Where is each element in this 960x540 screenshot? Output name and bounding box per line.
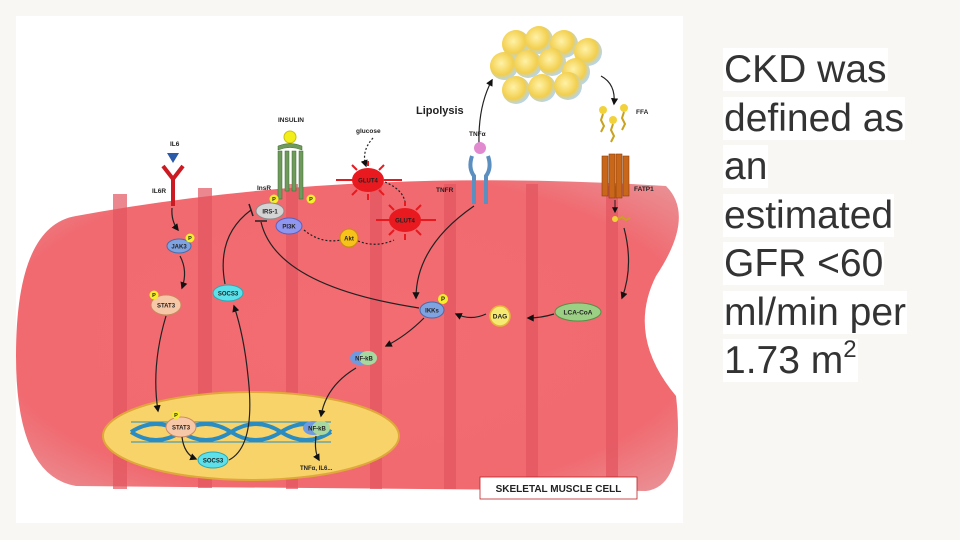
ikks-to-nfkb-arrow: [384, 317, 425, 347]
pi3k-to-akt: [303, 229, 342, 242]
cell-label-box: [479, 476, 638, 500]
text-line-6: ml/min per: [723, 290, 908, 334]
nuc-socs3-node: [197, 451, 229, 469]
tnfa-ligand: [474, 142, 486, 154]
lcacoa-node: [554, 302, 602, 322]
text-line-4: estimated: [723, 193, 895, 237]
stat3-to-nucleus-arrow: [153, 315, 167, 413]
phospho-label: P: [174, 413, 178, 419]
irs1-label: IRS-1: [262, 210, 278, 216]
insr-phospho-left: [269, 194, 279, 204]
acyl-chain-icon: [612, 215, 631, 222]
nfkb-transcription-arrow: [313, 435, 320, 462]
socs3-label: SOCS3: [218, 292, 239, 298]
phospho-label: P: [309, 197, 313, 203]
adipocyte-cluster: [490, 26, 602, 104]
insr-label: InsR: [257, 185, 271, 192]
nfkb-node-sub: [359, 351, 377, 365]
akt-node: [339, 228, 359, 248]
glucose-label: glucose: [356, 128, 381, 135]
akt-label: Akt: [344, 237, 354, 243]
socs3-node: [212, 284, 244, 302]
lcacoa-label: LCA-CoA: [564, 310, 593, 317]
tnfa-label: TNFα: [469, 131, 486, 138]
socs3-export-arrow: [228, 304, 251, 461]
nuc-socs3-label: SOCS3: [203, 459, 224, 465]
insr-phospho-right: [306, 194, 316, 204]
glut4-top-label: GLUT4: [358, 179, 378, 185]
nuc-nfkb-node-sub: [312, 421, 330, 435]
inhibit-bar: [248, 203, 254, 217]
jak3-node: [166, 238, 192, 254]
text-line-1: CKD was: [723, 48, 888, 91]
squared-superscript: 2: [843, 336, 857, 363]
insulin-label: INSULIN: [278, 117, 304, 124]
glut4-bottom-label: GLUT4: [395, 219, 415, 225]
jak3-phospho: [185, 233, 195, 243]
lcacoa-to-dag-arrow: [526, 313, 555, 322]
il6-ligand: [167, 153, 179, 163]
stat3-label: STAT3: [157, 304, 176, 310]
text-line-7: 1.73 m2: [723, 336, 858, 382]
pathway-diagram: Lipolysis FFA FATP1 LCA-CoA DAG IKKs P T…: [16, 16, 683, 523]
stat3-node: [150, 294, 182, 316]
fatp1-label: FATP1: [634, 186, 654, 193]
phospho-label: P: [272, 197, 276, 203]
nfkb-to-nucleus-arrow: [318, 367, 357, 418]
fatp1-transporter: [601, 153, 630, 199]
lipolysis-arrow: [478, 78, 493, 145]
phospho-label: P: [188, 236, 192, 242]
ffa-release-arrow: [600, 75, 619, 106]
jak3-label: JAK3: [171, 245, 187, 251]
text-line-3: an: [723, 145, 769, 188]
jak3-to-stat3-arrow: [179, 255, 188, 290]
il6r-receptor: [161, 164, 185, 206]
tnfr-to-ikks-arrow: [412, 205, 475, 300]
bsa-value: 1.73 m: [724, 339, 844, 382]
ffa-label: FFA: [636, 109, 649, 116]
stat3-phospho: [149, 290, 159, 300]
pi3k-label: PI3K: [282, 225, 296, 231]
nuc-stat3-node: [165, 416, 197, 438]
text-line-2: defined as: [723, 96, 905, 140]
insulin-receptor: [277, 143, 304, 200]
stat3-transcription-arrow: [181, 436, 198, 461]
nuc-stat3-label: STAT3: [172, 426, 191, 432]
cytokines-label: TNFα, IL6...: [300, 466, 333, 472]
nuc-nfkb-label: NF-kB: [308, 427, 326, 433]
ikks-node: [419, 301, 445, 319]
tnfr-receptor: [468, 155, 492, 204]
cell-label-text: SKELETAL MUSCLE CELL: [496, 484, 622, 495]
to-lcacoa-arrow: [620, 227, 630, 300]
il6-label: IL6: [170, 141, 180, 148]
lipolysis-label: Lipolysis: [416, 105, 464, 117]
pi3k-node: [275, 217, 303, 235]
phospho-label: P: [152, 293, 156, 299]
glut4-transporter-bottom: [376, 201, 436, 240]
akt-to-glut4: [357, 239, 395, 245]
irs1-node: [255, 202, 285, 220]
ffa-molecules: [599, 104, 628, 143]
il6r-to-jak3-arrow: [171, 207, 179, 232]
ikks-label: IKKs: [425, 309, 439, 315]
ikks-phospho: [438, 294, 448, 304]
insulin-ligand: [283, 130, 297, 144]
il6r-label: IL6R: [152, 188, 166, 195]
ckd-definition-text: CKD was defined as an estimated GFR <60 …: [723, 46, 923, 386]
dag-label: DAG: [493, 314, 507, 321]
socs3-inhibit-irs1: [222, 209, 252, 285]
ikks-inhibit-irs1: [260, 221, 420, 309]
nuc-stat3-phospho: [172, 411, 180, 419]
tnfr-label: TNFR: [436, 187, 454, 194]
text-line-5: GFR <60: [723, 242, 885, 285]
glut4-transporter-top: [336, 161, 402, 200]
phospho-label: P: [441, 297, 445, 303]
nfkb-label: NF-kB: [355, 357, 373, 363]
nucleus: [102, 391, 400, 481]
dag-node: [489, 305, 511, 327]
dag-to-ikks-arrow: [454, 313, 487, 320]
diagram-canvas: Lipolysis FFA FATP1 LCA-CoA DAG IKKs P T…: [16, 26, 679, 500]
